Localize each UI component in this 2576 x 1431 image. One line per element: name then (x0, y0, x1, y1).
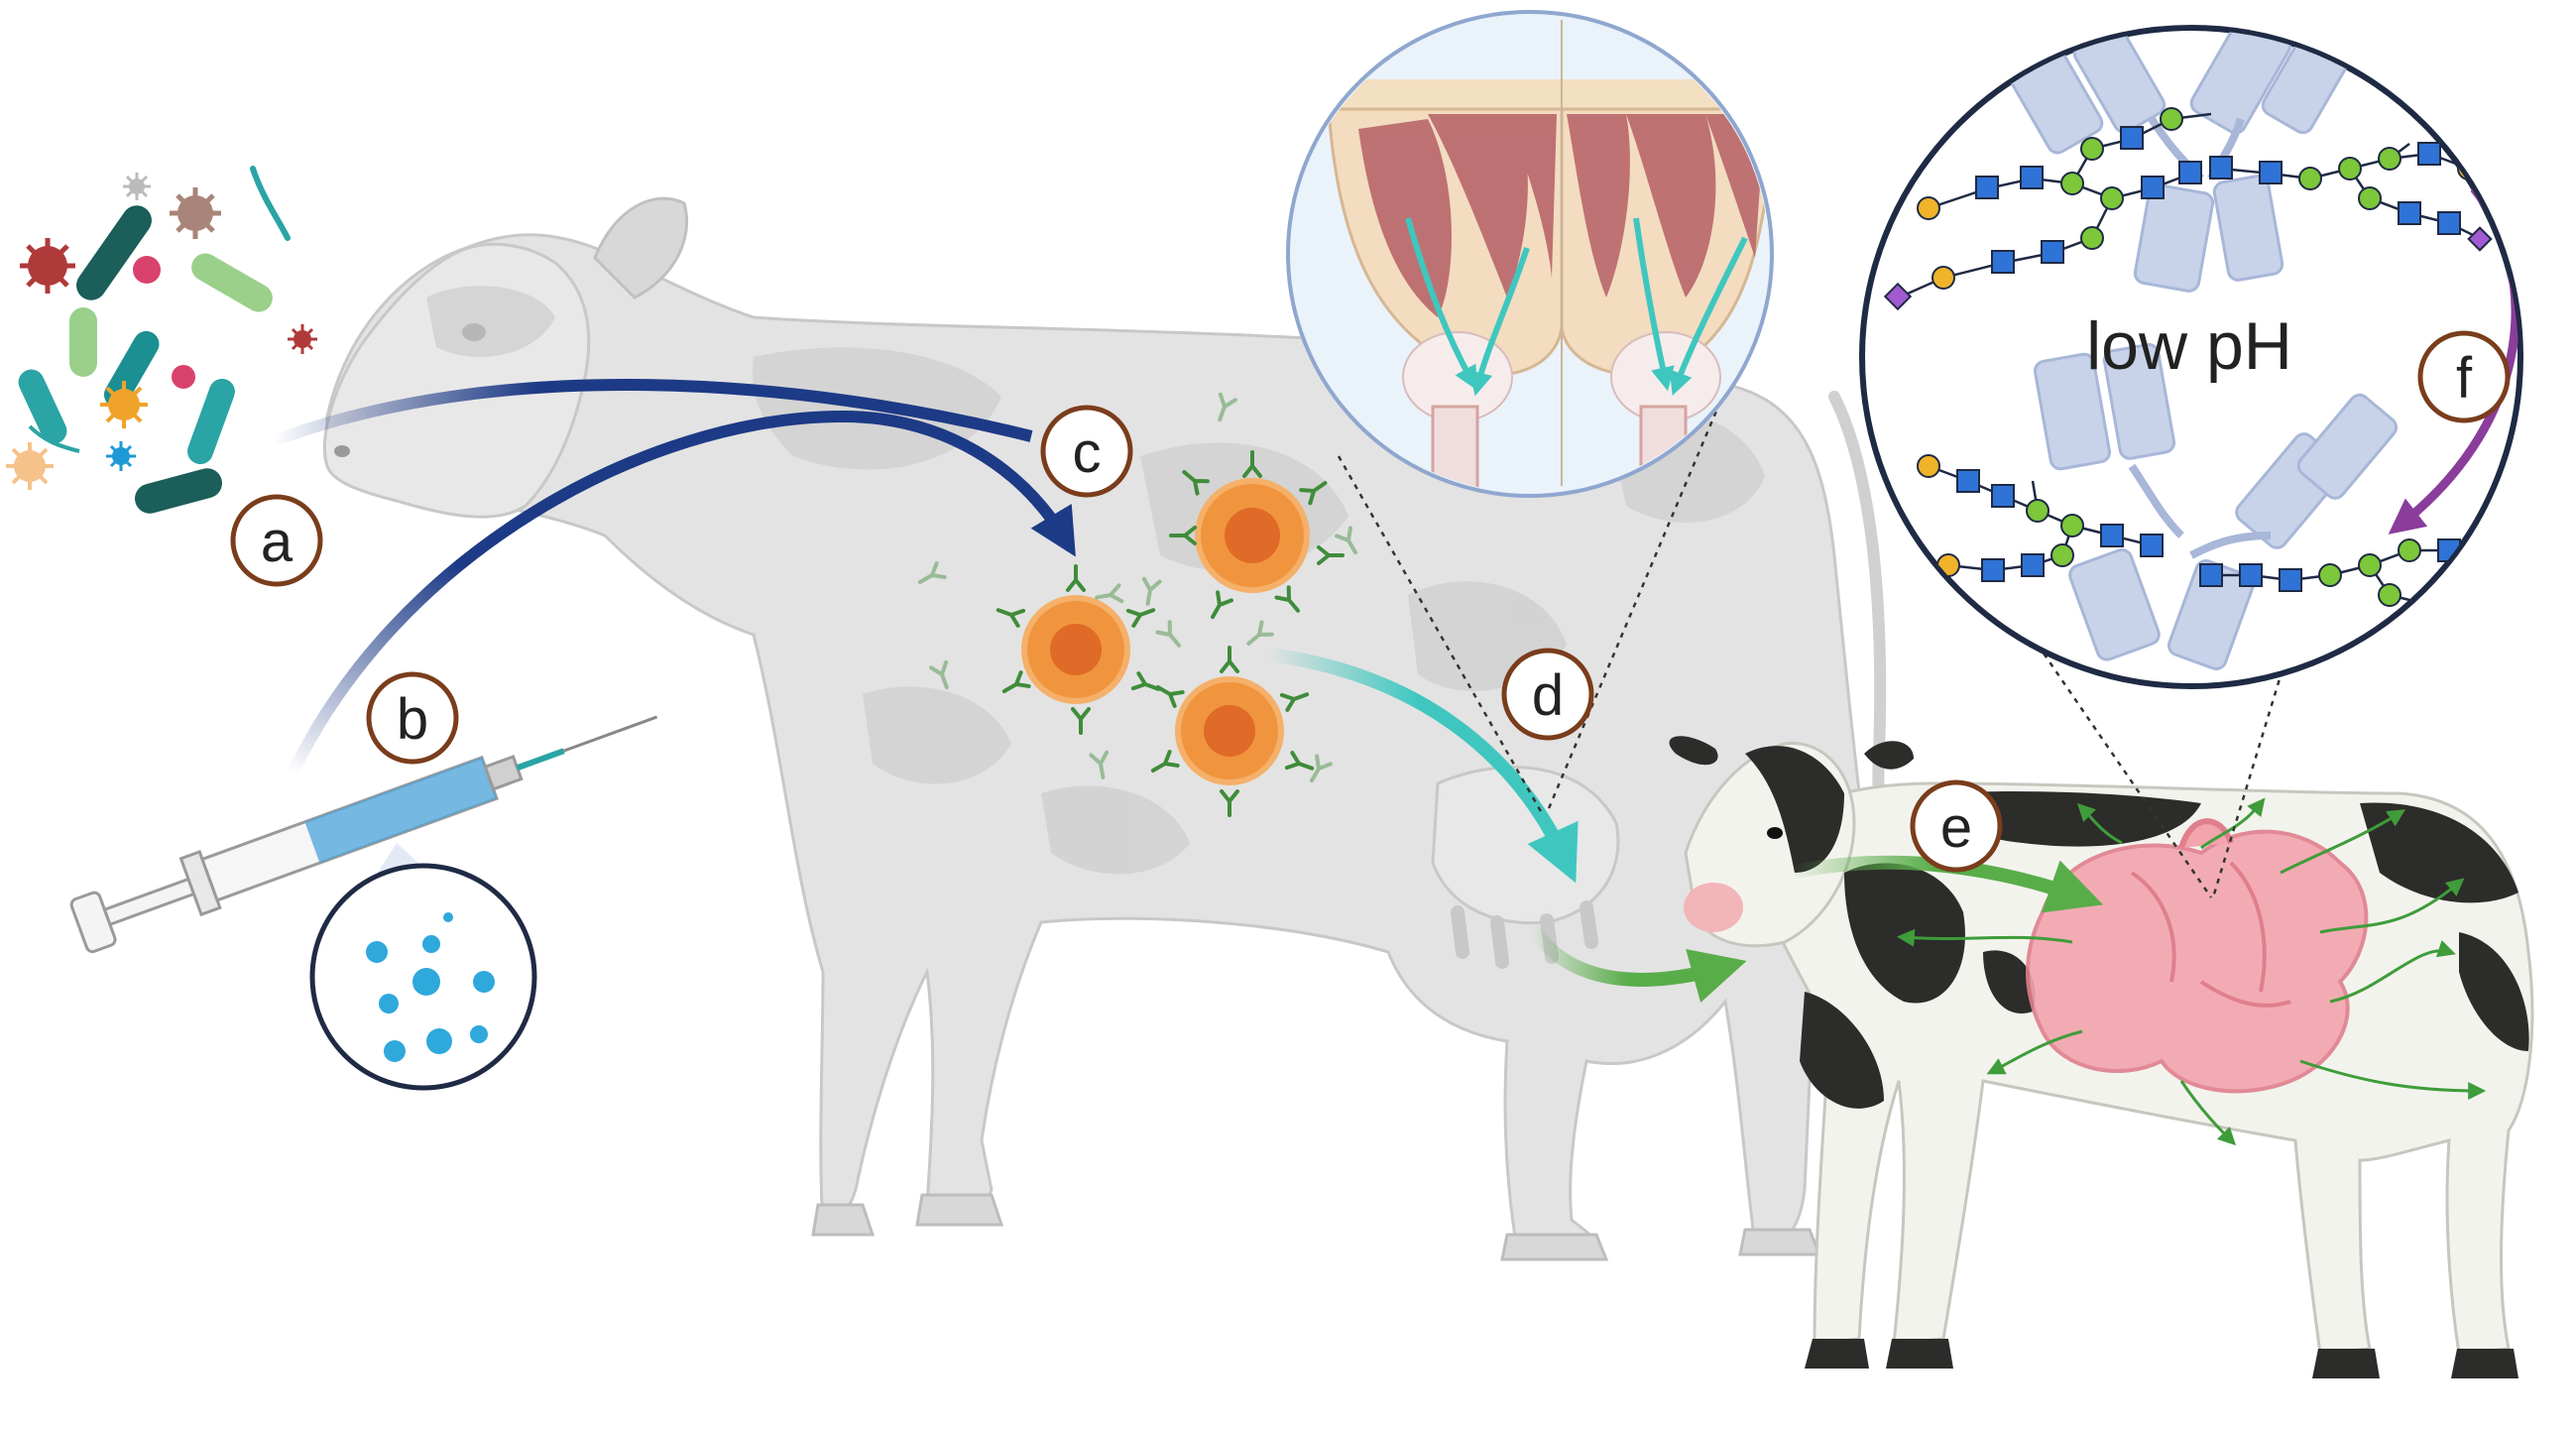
immune-response (913, 392, 1364, 817)
cow-hooves (811, 1193, 1822, 1261)
cow-nostril (334, 445, 350, 457)
svg-text:a: a (261, 510, 293, 574)
cow-head (322, 242, 591, 519)
udder-inset (1286, 10, 1774, 498)
stomach-icon (2026, 818, 2369, 1094)
step-label-f: f (2417, 330, 2511, 423)
arrow-ingestion (270, 378, 1033, 447)
step-label-d: d (1501, 648, 1594, 741)
glycan-icon (1883, 107, 2212, 311)
microbe-icon (172, 365, 195, 389)
bacteria-icon (187, 378, 235, 465)
step-label-a: a (230, 494, 323, 587)
microbe-icon (133, 256, 161, 284)
arrow-milk-to-calf (1526, 923, 1747, 1003)
calf (1669, 736, 2534, 1378)
absorption-arrows (1896, 797, 2487, 1146)
svg-text:e: e (1940, 795, 1972, 860)
glycan-inset-connector (2036, 644, 2287, 898)
svg-text:b: b (397, 687, 428, 752)
vaccine-particles-inset (309, 863, 537, 1091)
virus-icon (288, 324, 317, 354)
bacteria-icon (76, 205, 152, 300)
syringe-icon (69, 715, 658, 954)
virus-icon (106, 441, 136, 471)
arrow-vaccination (287, 410, 1076, 776)
svg-text:d: d (1532, 663, 1564, 728)
arrow-to-udder (1268, 648, 1579, 884)
immune-cell-icon (1195, 478, 1310, 593)
svg-text:f: f (2456, 346, 2473, 411)
virus-icon (6, 442, 54, 490)
step-label-b: b (366, 671, 459, 765)
virus-icon (123, 173, 151, 200)
cow-ear (593, 196, 689, 299)
virus-icon (100, 381, 148, 428)
immune-cell-icon (1175, 676, 1284, 785)
glycan-icon (1917, 454, 2164, 582)
glycan-inset: low pH (1859, 25, 2523, 689)
calf-nose (1684, 883, 1743, 932)
cow-udder (1431, 766, 1620, 925)
svg-text:c: c (1073, 420, 1102, 485)
microbe-cluster (6, 166, 317, 514)
immune-cell-icon (1021, 595, 1130, 704)
bacteria-icon (135, 468, 222, 514)
bacteria-icon (104, 330, 160, 408)
bacteria-icon (191, 253, 273, 312)
bacteria-icon (69, 307, 97, 377)
low-ph-text: low pH (2086, 308, 2292, 384)
calf-eye (1767, 827, 1783, 839)
step-label-c: c (1040, 405, 1133, 498)
virus-icon (170, 187, 221, 239)
udder-inset-connector (1337, 401, 1722, 814)
bacteria-icon (18, 369, 67, 444)
virus-icon (20, 238, 75, 294)
step-label-e: e (1910, 779, 2003, 873)
